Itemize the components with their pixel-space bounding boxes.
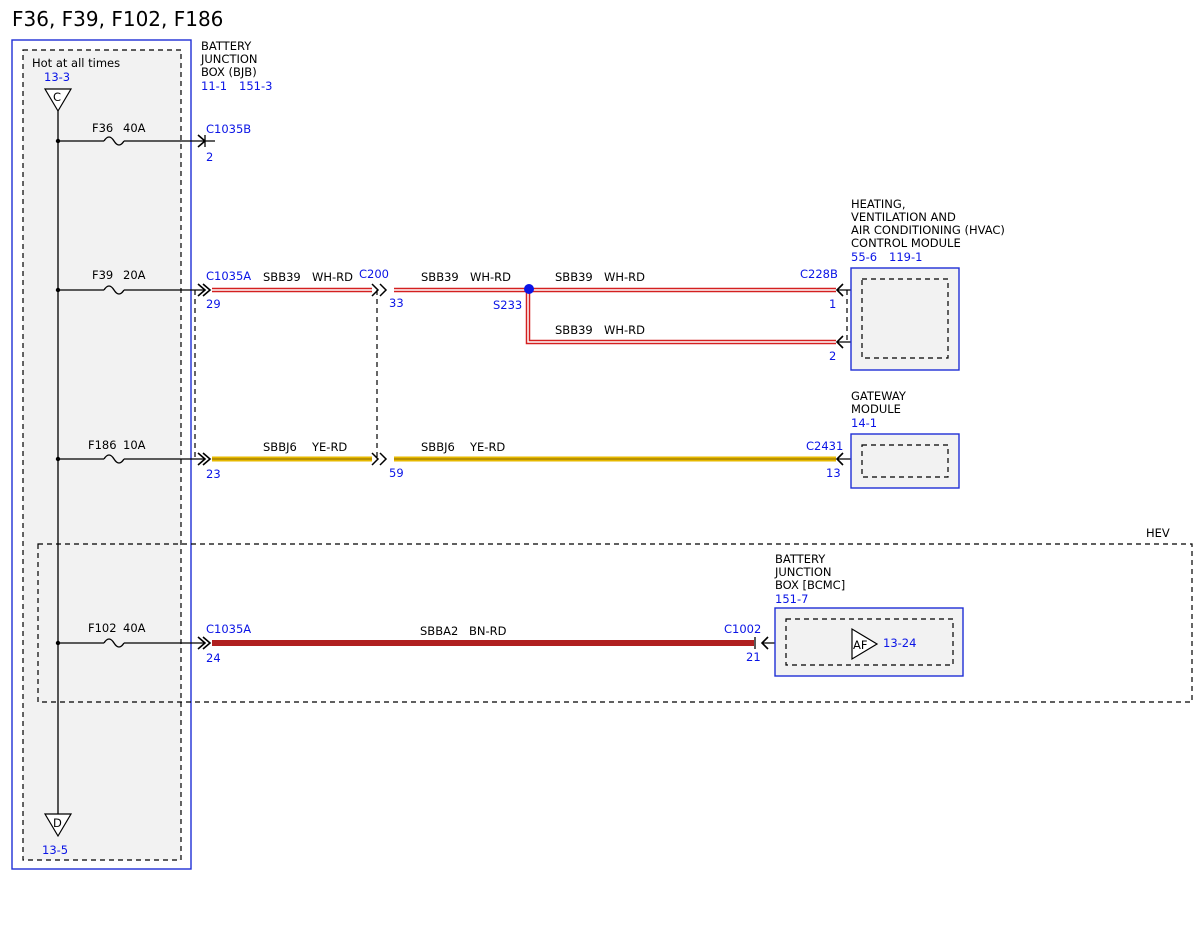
- fuse-f36-rating: 40A: [123, 121, 146, 135]
- c200-arrow-icon-2: [379, 283, 388, 297]
- wire-sbbj6-a-circuit: SBBJ6: [263, 440, 297, 454]
- wire-sbb39-a-circuit: SBB39: [263, 270, 301, 284]
- bjb-inner-box: [22, 49, 182, 861]
- c228b-pin2: 2: [829, 349, 836, 363]
- bjb-ref2[interactable]: 151-3: [239, 79, 272, 93]
- fuse-f102-rating: 40A: [123, 621, 146, 635]
- bcmc-inner: [785, 618, 954, 666]
- c1035b-name[interactable]: C1035B: [206, 122, 251, 136]
- bcmc-name-line1: BATTERY: [775, 552, 826, 566]
- c1002-name[interactable]: C1002: [724, 622, 761, 636]
- wire-sbb39-d-circuit: SBB39: [555, 323, 593, 337]
- wire-sbbj6-a-color: YE-RD: [311, 440, 347, 454]
- wire-sbb39-c-color: WH-RD: [604, 270, 645, 284]
- hvac-name-line1: HEATING,: [851, 197, 905, 211]
- af-flag-icon: [851, 627, 879, 661]
- fuse-f102-id: F102: [88, 621, 117, 635]
- af-flag-label: AF: [853, 638, 867, 652]
- c200-pin-sbbj6: 59: [389, 466, 404, 480]
- connector-c-label: C: [53, 90, 61, 104]
- f39-fuse-icon: [103, 285, 125, 295]
- hvac-name-line2: VENTILATION AND: [851, 210, 956, 224]
- hvac-module-inner: [861, 278, 949, 359]
- c1035a-f186-arrow-icon: [197, 452, 207, 466]
- c1035a-f186-pin: 23: [206, 467, 221, 481]
- hvac-ref2[interactable]: 119-1: [889, 250, 922, 264]
- hvac-name-line4: CONTROL MODULE: [851, 236, 961, 250]
- wire-sbba2-circuit: SBBA2: [420, 624, 458, 638]
- c228b-name[interactable]: C228B: [800, 267, 838, 281]
- page-title: F36, F39, F102, F186: [12, 7, 223, 31]
- wire-sbb39-b-color: WH-RD: [470, 270, 511, 284]
- c2431-pin: 13: [826, 466, 841, 480]
- c1035a-f39-name[interactable]: C1035A: [206, 269, 251, 283]
- c1035a-f39-pin: 29: [206, 297, 221, 311]
- c1002-pin: 21: [746, 650, 761, 664]
- c1035a-f39-arrow-icon-2: [202, 283, 212, 297]
- wire-sbb39-d-color: WH-RD: [604, 323, 645, 337]
- bjb-outer-box: [11, 39, 192, 870]
- gateway-name-line1: GATEWAY: [851, 389, 907, 403]
- gateway-module-inner: [861, 444, 949, 478]
- bcmc-name-line3: BOX [BCMC]: [775, 578, 845, 592]
- connector-d-triangle-icon: [43, 813, 73, 838]
- wire-sbb39-c-circuit: SBB39: [555, 270, 593, 284]
- wire-sbba2-color: BN-RD: [469, 624, 507, 638]
- c2431-name[interactable]: C2431: [806, 439, 843, 453]
- bjb-name-line1: BATTERY: [201, 39, 252, 53]
- c1035a-f102-pin: 24: [206, 651, 221, 665]
- f36-fuse-icon: [103, 136, 125, 146]
- bjb-top-ref[interactable]: 13-3: [44, 70, 70, 84]
- c1035a-f186-arrow-icon-2: [202, 452, 212, 466]
- bcmc-ref[interactable]: 151-7: [775, 592, 808, 606]
- bcmc-name-line2: JUNCTION: [774, 565, 832, 579]
- c200-arrow-icon: [371, 283, 380, 297]
- c228b-pin1: 1: [829, 297, 836, 311]
- f186-fuse-icon: [103, 454, 125, 464]
- fuse-f186-id: F186: [88, 438, 117, 452]
- hvac-name-line3: AIR CONDITIONING (HVAC): [851, 223, 1005, 237]
- s233-splice-dot: [524, 284, 534, 294]
- hev-region-box: [37, 543, 1193, 703]
- fuse-f39-id: F39: [92, 268, 113, 282]
- gateway-ref[interactable]: 14-1: [851, 416, 877, 430]
- connector-d-label: D: [53, 816, 62, 830]
- bjb-ref1[interactable]: 11-1: [201, 79, 227, 93]
- c1035a-f102-name[interactable]: C1035A: [206, 622, 251, 636]
- hvac-ref1[interactable]: 55-6: [851, 250, 877, 264]
- wire-sbb39-d-fill: [527, 290, 836, 343]
- c200-pin-sbb39: 33: [389, 296, 404, 310]
- c1035b-pin: 2: [206, 150, 213, 164]
- c200-sbbj6-arrow-icon: [371, 452, 380, 466]
- bjb-name-line3: BOX (BJB): [201, 65, 257, 79]
- fuse-f39-rating: 20A: [123, 268, 146, 282]
- f102-fuse-icon: [103, 638, 125, 648]
- c200-name[interactable]: C200: [359, 267, 389, 281]
- gateway-module-box: [850, 433, 960, 489]
- c200-sbbj6-arrow-icon-2: [379, 452, 388, 466]
- s233-name[interactable]: S233: [493, 298, 522, 312]
- wire-sbbj6-b-circuit: SBBJ6: [421, 440, 455, 454]
- bjb-hot-label: Hot at all times: [32, 56, 120, 70]
- gateway-name-line2: MODULE: [851, 402, 901, 416]
- bjb-name-line2: JUNCTION: [200, 52, 258, 66]
- af-flag-ref[interactable]: 13-24: [883, 636, 916, 650]
- fuse-f36-id: F36: [92, 121, 113, 135]
- connector-c-triangle-icon: [43, 88, 73, 113]
- c1035a-f102-arrow-icon-2: [202, 636, 212, 650]
- bjb-bottom-ref[interactable]: 13-5: [42, 843, 68, 857]
- c1035a-f39-arrow-icon: [197, 283, 207, 297]
- hvac-module-box: [850, 267, 960, 371]
- wire-sbb39-b-circuit: SBB39: [421, 270, 459, 284]
- wire-sbbj6-b-color: YE-RD: [469, 440, 505, 454]
- fuse-f186-rating: 10A: [123, 438, 146, 452]
- wire-sbb39-a-color: WH-RD: [312, 270, 353, 284]
- hev-label: HEV: [1146, 526, 1170, 540]
- c1035a-f102-arrow-icon: [197, 636, 207, 650]
